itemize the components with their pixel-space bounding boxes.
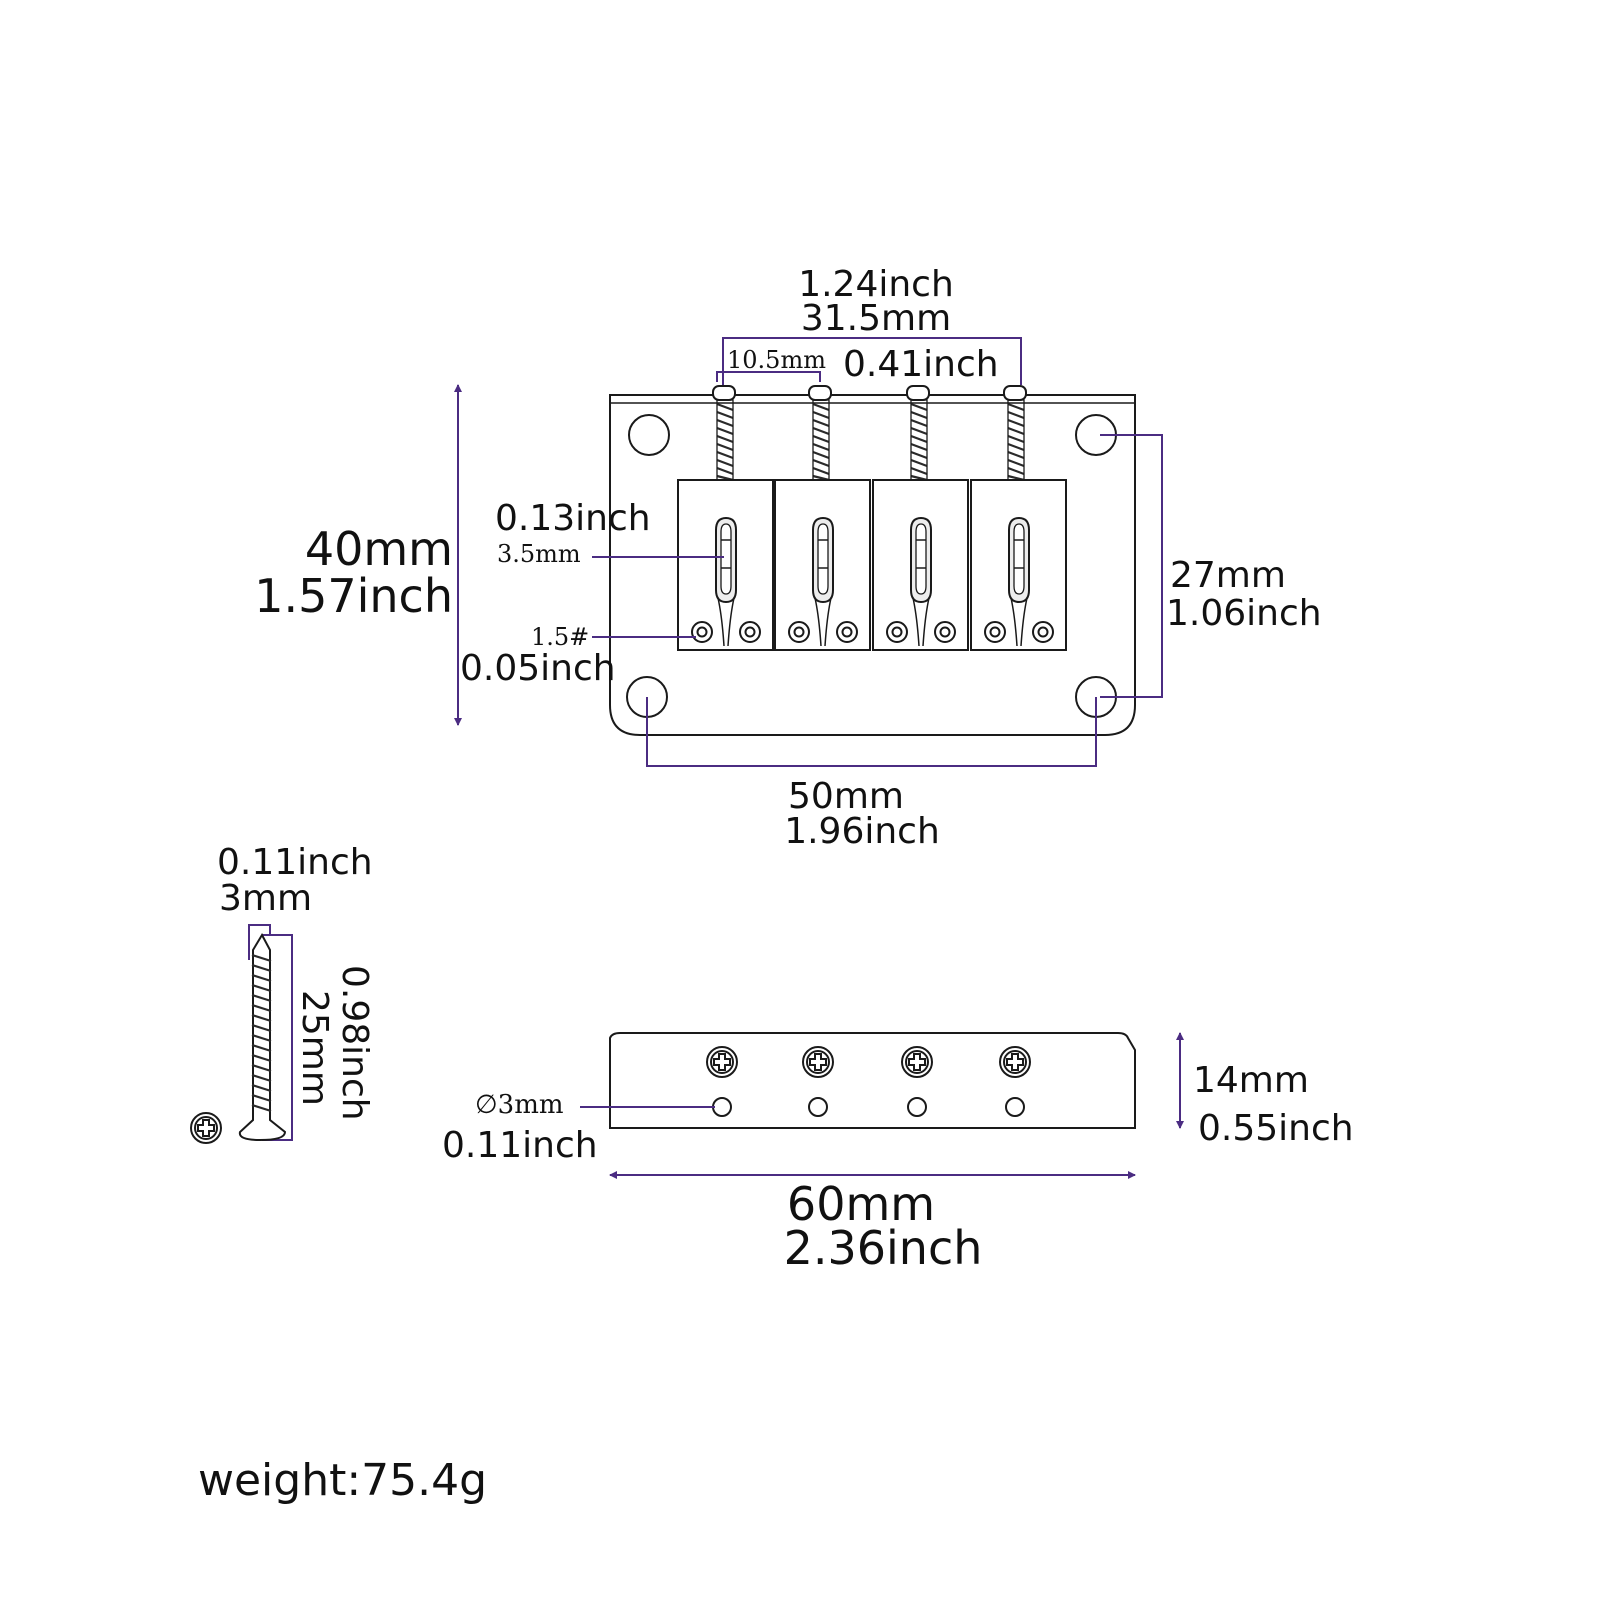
saddles [677, 479, 1067, 651]
mount-vertical-inch: 1.06inch [1166, 593, 1322, 634]
phillips-screw-head-icon [190, 1112, 222, 1144]
height-inch: 1.57inch [254, 569, 453, 623]
saddle-span-inch: 1.24inch [798, 264, 954, 305]
mounting-screw: 0.11inch 3mm 0.98inch 25mm [190, 842, 375, 1144]
hole-diameter-inch: 0.11inch [442, 1125, 598, 1166]
screw-diameter-mm: 3mm [219, 878, 312, 919]
slot-width-inch: 0.13inch [495, 498, 651, 539]
mount-vertical-mm: 27mm [1170, 555, 1286, 596]
hole-diameter-mm: ∅3mm [475, 1090, 564, 1120]
height-mm: 40mm [305, 522, 453, 576]
mount-hole-vertical-dimension [1100, 434, 1163, 698]
allen-key-size: 1.5# [531, 623, 589, 651]
screw-threads [251, 953, 272, 1113]
slot-width-mm: 3.5mm [497, 540, 581, 568]
screw-diameter-dimension [248, 924, 271, 960]
screw-diameter-inch: 0.11inch [217, 842, 373, 883]
side-height-mm: 14mm [1193, 1060, 1309, 1101]
screw-length-inch: 0.98inch [334, 965, 375, 1121]
screw-length-mm: 25mm [294, 990, 335, 1106]
mount-horizontal-mm: 50mm [788, 776, 904, 817]
mount-horizontal-inch: 1.96inch [784, 811, 940, 852]
saddle-pitch-mm: 10.5mm [727, 346, 826, 374]
top-view: 1.24inch 31.5mm 10.5mm 0.41inch 40mm 1.5… [254, 264, 1321, 852]
side-height-inch: 0.55inch [1198, 1108, 1354, 1149]
side-holes [712, 1097, 1025, 1117]
allen-key-inch: 0.05inch [460, 648, 616, 689]
side-width-mm: 60mm [787, 1177, 935, 1231]
saddle-pitch-inch: 0.41inch [843, 344, 999, 385]
saddle-pitch-dimension [716, 371, 821, 382]
mount-hole-horizontal-dimension [646, 697, 1097, 767]
side-view: ∅3mm 0.11inch 60mm 2.36inch 14mm 0.55inc… [442, 1032, 1354, 1275]
saddle-span-dimension [722, 337, 1022, 385]
side-plate-outline [609, 1032, 1136, 1129]
screw-length-dimension [262, 934, 293, 1141]
weight-label: weight:75.4g [198, 1455, 487, 1506]
saddle-span-mm: 31.5mm [801, 298, 951, 339]
side-width-inch: 2.36inch [784, 1221, 983, 1275]
